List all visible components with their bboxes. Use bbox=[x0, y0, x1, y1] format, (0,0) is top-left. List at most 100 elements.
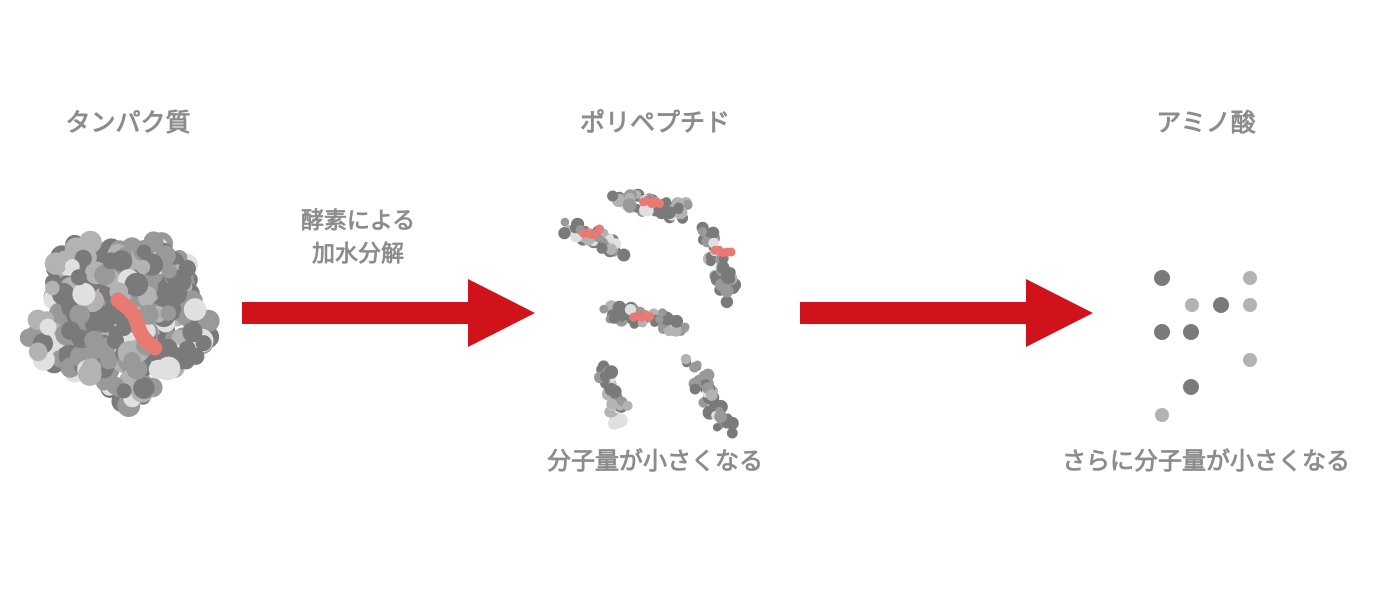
protein-atom bbox=[116, 321, 132, 337]
highlight-atom bbox=[655, 199, 665, 208]
polypeptide-atom bbox=[697, 226, 708, 236]
polypeptide-atom bbox=[682, 199, 693, 210]
protein-atom bbox=[84, 236, 99, 251]
polypeptide-atom bbox=[662, 206, 676, 220]
amino-acid-dot bbox=[1243, 353, 1257, 367]
amino-acid-dot bbox=[1155, 408, 1169, 422]
arrow-shaft bbox=[800, 302, 1030, 324]
protein-atom bbox=[133, 377, 155, 399]
protein-molecule bbox=[19, 230, 220, 417]
polypeptide-atom bbox=[680, 353, 692, 365]
polypeptide-atom bbox=[720, 295, 734, 309]
amino-acid-dot bbox=[1243, 298, 1257, 312]
polypeptide-atom bbox=[599, 304, 609, 314]
polypeptide-atom bbox=[639, 204, 651, 217]
polypeptide-atom bbox=[706, 256, 716, 267]
polypeptide-atom bbox=[607, 190, 619, 202]
arrow-shaft bbox=[242, 302, 472, 324]
protein-atom bbox=[60, 291, 75, 306]
polypeptide-atom bbox=[624, 304, 637, 316]
process-label-line2: 加水分解 bbox=[312, 241, 404, 268]
polypeptide-atom bbox=[596, 242, 608, 254]
protein-atom bbox=[28, 342, 48, 362]
protein-atom bbox=[39, 318, 57, 336]
polypeptide-atom bbox=[720, 284, 734, 298]
protein-atom bbox=[45, 280, 60, 296]
polypeptide-atom bbox=[608, 384, 622, 399]
polypeptide-atom bbox=[560, 217, 570, 227]
protein-atom bbox=[61, 321, 80, 340]
amino-acid-dot bbox=[1183, 379, 1199, 395]
amino-acid-dots bbox=[1154, 270, 1257, 422]
protein-atom bbox=[72, 282, 96, 306]
protein-atom bbox=[116, 383, 132, 399]
highlight-atom bbox=[147, 340, 163, 356]
polypeptide-atom bbox=[689, 362, 700, 373]
protein-atom bbox=[81, 358, 102, 379]
amino-acid-dot bbox=[1154, 324, 1170, 340]
stage-title-amino-acid: アミノ酸 bbox=[1156, 108, 1256, 137]
caption-amino-acid: さらに分子量が小さくなる bbox=[1062, 447, 1350, 475]
polypeptide-atom bbox=[712, 423, 722, 432]
protein-atom bbox=[123, 351, 141, 370]
polypeptide-atom bbox=[699, 370, 709, 380]
amino-acid-dot bbox=[1183, 324, 1199, 340]
protein-atom bbox=[124, 272, 149, 297]
polypeptide-atom bbox=[705, 389, 718, 401]
polypeptide-atom bbox=[655, 315, 664, 324]
polypeptide-atom bbox=[708, 237, 720, 249]
protein-atom bbox=[179, 340, 196, 358]
polypeptide-atom bbox=[689, 383, 701, 395]
polypeptide-atom bbox=[704, 227, 715, 238]
protein-atom bbox=[164, 282, 188, 305]
polypeptide-atom bbox=[558, 227, 571, 240]
highlight-atom bbox=[645, 312, 655, 322]
polypeptide-atom bbox=[674, 205, 683, 215]
amino-acid-dot bbox=[1185, 298, 1199, 312]
polypeptide-atom bbox=[658, 308, 667, 317]
protein-atom bbox=[94, 311, 109, 326]
polypeptide-atom bbox=[726, 416, 739, 430]
polypeptide-atom bbox=[608, 312, 620, 324]
highlight-atom bbox=[726, 247, 736, 257]
protein-atom bbox=[161, 262, 177, 279]
highlight-atom bbox=[595, 224, 605, 234]
polypeptide-atom bbox=[622, 198, 637, 213]
polypeptide-atom bbox=[599, 370, 611, 382]
amino-acid-dot bbox=[1213, 297, 1229, 313]
protein-atom bbox=[178, 259, 196, 278]
protein-atom bbox=[94, 264, 116, 286]
arrow-hydrolysis bbox=[242, 279, 535, 347]
polypeptide-fragments bbox=[558, 188, 742, 439]
process-label: 酵素による 加水分解 bbox=[301, 205, 415, 272]
protein-atom bbox=[136, 259, 151, 275]
polypeptide-atom bbox=[622, 400, 633, 411]
caption-polypeptide: 分子量が小さくなる bbox=[547, 447, 763, 475]
process-label-line1: 酵素による bbox=[300, 208, 416, 234]
polypeptide-atom bbox=[605, 243, 617, 255]
amino-acid-dot bbox=[1243, 271, 1257, 285]
amino-acid-dot bbox=[1154, 270, 1170, 286]
polypeptide-atom bbox=[714, 410, 727, 423]
stage-title-protein: タンパク質 bbox=[65, 108, 191, 137]
protein-atom bbox=[70, 269, 87, 286]
polypeptide-atom bbox=[670, 325, 682, 337]
arrow-head bbox=[468, 279, 535, 347]
protein-atom bbox=[156, 356, 181, 381]
polypeptide-atom bbox=[726, 427, 738, 439]
arrow-further-breakdown bbox=[800, 279, 1093, 347]
arrow-head bbox=[1026, 279, 1093, 347]
protein-atom bbox=[74, 249, 92, 267]
polypeptide-atom bbox=[617, 248, 631, 262]
polypeptide-atom bbox=[614, 413, 628, 428]
polypeptide-atom bbox=[717, 263, 726, 272]
protein-atom bbox=[69, 304, 90, 325]
stage-title-polypeptide: ポリペプチド bbox=[579, 108, 731, 137]
polypeptide-atom bbox=[606, 398, 618, 410]
protein-atom bbox=[107, 332, 124, 350]
protein-atom bbox=[182, 322, 203, 343]
protein-atom bbox=[100, 352, 118, 370]
protein-atom bbox=[112, 250, 129, 267]
protein-atom bbox=[160, 305, 177, 321]
